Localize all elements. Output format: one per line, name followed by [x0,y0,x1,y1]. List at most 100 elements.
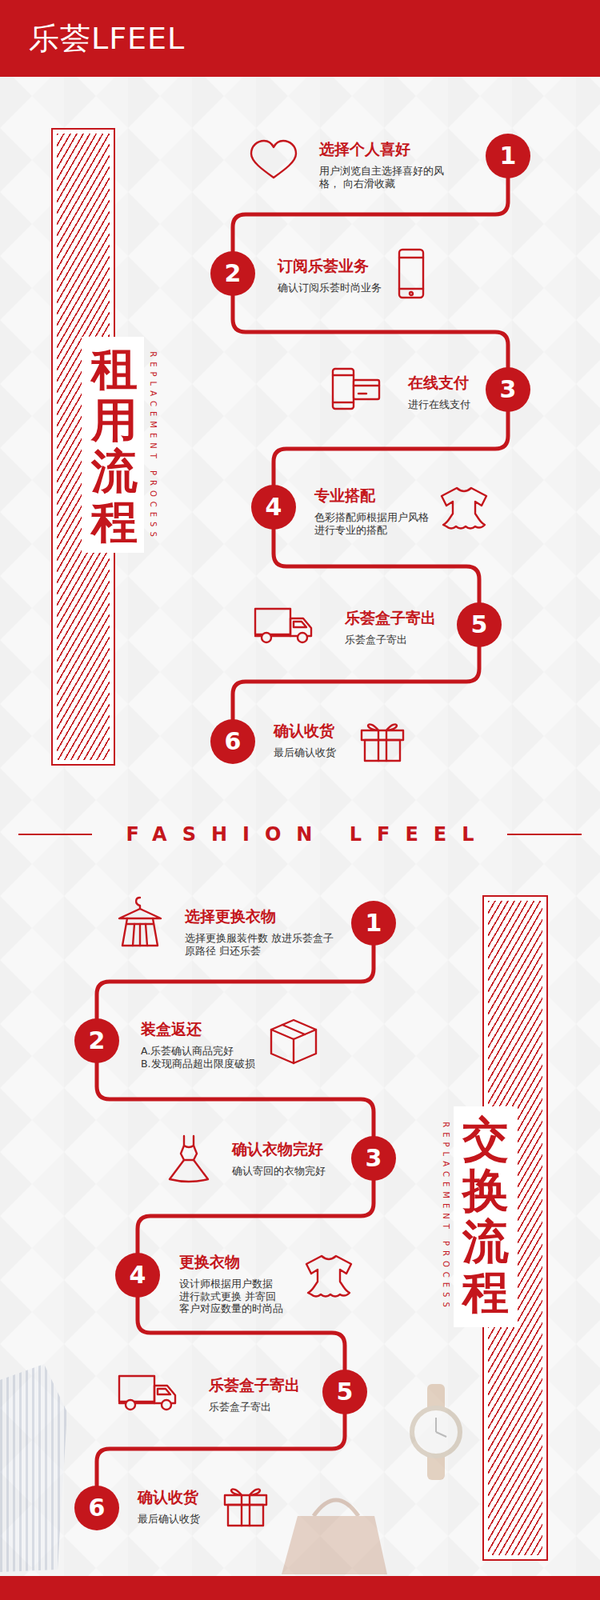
step-title: 订阅乐荟业务 [277,256,398,276]
connector-line [96,945,374,1019]
hanger-icon [122,918,158,946]
gift-icon [228,1504,264,1526]
step-title: 在线支付 [408,372,480,392]
step-title: 乐荟盒子寄出 [344,608,449,628]
divider-lines [507,833,582,836]
step-title: 乐荟盒子寄出 [208,1375,313,1395]
truck-icon [255,608,291,635]
header-bar: 乐荟LFEEL [0,0,600,77]
truck-icon [255,635,291,637]
step-circle: 确认衣物完好确认寄回的衣物完好3 [351,1136,396,1181]
step-title: 确认收货 [273,720,354,740]
step-circle: 装盒返还A.乐荟确认商品完好B.发现商品超出限度破损2 [74,1018,120,1064]
section-divider-text: FASHION LFEEL [0,823,600,846]
truck-icon [119,1402,155,1404]
band-subtitle: REPLACEMENT PROCESS [148,351,158,542]
band-subtitle: REPLACEMENT PROCESS [440,1121,451,1312]
step-title: 更换衣物 [179,1252,284,1272]
step-circle: 确认收货最后确认收货6 [210,719,256,764]
dress-icon [169,1136,208,1182]
step-number: 5 [471,612,488,637]
box-icon [271,1020,316,1064]
step-text: 更换衣物设计师根据用户数据 进行款式更换 并寄回客户对应数量的时尚品 [179,1252,284,1316]
step-number: 6 [88,1496,106,1520]
gift-icon [361,730,404,740]
payment-icon [358,392,367,395]
step-description: B.发现商品超出限度破损 [140,1057,268,1071]
phone-icon [399,256,424,259]
process-band: 租用流程 REPLACEMENT PROCESS [51,128,172,766]
truck-icon [119,1376,155,1402]
dress-icon [184,1145,194,1148]
gift-icon [364,740,400,761]
step-text: 选择更换衣物选择更换服装件数 放进乐荟盒子 原路径 归还乐荟 [184,906,337,957]
box-icon [271,1020,316,1064]
connector-line [232,647,480,720]
blouse-icon [306,1256,352,1297]
watch-photo [435,1417,437,1432]
step-number: 1 [365,911,383,936]
heart-icon [251,140,296,178]
step-description: 确认订阅乐荟时尚业务 [277,281,398,295]
truck-icon [293,621,307,628]
band-title: 租用流程 [91,344,138,548]
step-number: 2 [224,261,242,286]
truck-icon [157,1388,171,1395]
phone-icon [409,292,413,296]
step-text: 确认收货最后确认收货 [137,1487,218,1526]
step-circle: 选择个人喜好用户浏览自主选择喜好的风格， 向右滑收藏1 [485,133,531,179]
watch-photo [412,1408,460,1456]
process-band: 交换流程REPLACEMENT PROCESS [436,895,548,1561]
truck-icon [161,1400,172,1410]
gift-icon [224,1488,267,1526]
step-number: 6 [224,729,242,754]
bag-photo [281,1500,388,1575]
hanger-icon [119,897,161,946]
dress-icon [184,1159,194,1161]
watch-photo [412,1384,460,1480]
hanger-icon [132,924,135,946]
step-circle: 选择更换衣物选择更换服装件数 放进乐荟盒子 原路径 归还乐荟1 [351,900,396,946]
step-circle: 确认收货最后确认收货6 [74,1485,120,1531]
dress-icon [169,1136,208,1182]
step-circle: 专业搭配色彩搭配师根据用户风格 进行专业的搭配4 [251,484,296,530]
connector-line [232,178,508,252]
step-number: 4 [129,1263,147,1288]
step-circle: 乐荟盒子寄出乐荟盒子寄出5 [456,602,502,648]
gift-icon [368,724,397,731]
blouse-icon [306,1256,352,1297]
step-text: 乐荟盒子寄出乐荟盒子寄出 [344,608,449,647]
connector-line [137,1180,374,1253]
step-title: 确认衣物完好 [232,1139,344,1159]
gift-icon [240,1495,243,1526]
gift-icon [385,730,388,761]
gift-icon [248,1495,251,1526]
truck-icon [255,608,312,643]
watch-photo [436,1432,447,1437]
step-title: 选择更换衣物 [184,906,337,926]
step-description: 乐荟盒子寄出 [344,633,449,647]
payment-icon [353,380,380,400]
connector-line [96,1063,374,1136]
step-circle: 订阅乐荟业务确认订阅乐荟时尚业务2 [210,251,256,296]
step-text: 选择个人喜好用户浏览自主选择喜好的风格， 向右滑收藏 [319,139,464,190]
step-number: 3 [500,377,517,402]
step-description: 用户浏览自主选择喜好的风格， 向右滑收藏 [319,164,464,190]
step-number: 4 [265,495,283,520]
step-description: 乐荟盒子寄出 [208,1400,313,1414]
step-description: 进行在线支付 [408,398,480,412]
payment-icon [332,401,354,404]
truck-icon [119,1376,176,1410]
step-description: 色彩搭配师根据用户风格 进行专业的搭配 [314,511,431,536]
payment-icon [332,374,354,376]
step-text: 乐荟盒子寄出乐荟盒子寄出 [208,1375,313,1414]
step-title: 确认收货 [137,1487,218,1507]
gift-icon [361,724,404,761]
phone-icon [399,249,424,298]
divider-lines [18,833,92,836]
step-number: 1 [500,144,517,168]
step-text: 在线支付进行在线支付 [408,372,480,412]
